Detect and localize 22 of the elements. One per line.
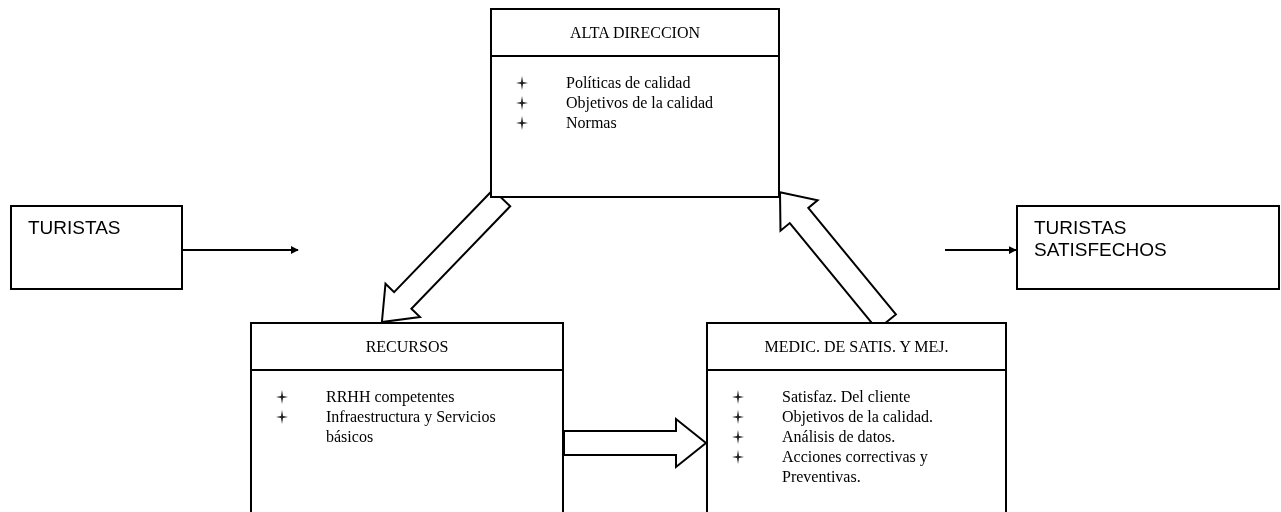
box-heading: ALTA DIRECCION — [569, 22, 701, 43]
block-arrow — [563, 416, 708, 470]
arrow — [182, 246, 299, 254]
box-label: TURISTAS SATISFECHOS — [1034, 217, 1168, 261]
process-box — [10, 205, 183, 290]
bullet-item: Objetivos de la calidad — [566, 93, 715, 113]
bullet-item: RRHH competentes — [326, 387, 456, 407]
box-heading: MEDIC. DE SATIS. Y MEJ. — [764, 336, 949, 357]
process-box — [1016, 205, 1280, 290]
bullet-item: Análisis de datos. — [782, 427, 897, 447]
process-box — [706, 322, 1007, 512]
box-heading: RECURSOS — [365, 336, 449, 357]
bullet-item: Infraestructura y Servicios básicos — [326, 407, 497, 447]
process-box — [490, 8, 780, 198]
process-box — [250, 322, 564, 512]
bullet-item: Normas — [566, 113, 618, 133]
bullet-item: Satisfaz. Del cliente — [782, 387, 912, 407]
box-label: TURISTAS — [28, 217, 122, 239]
bullet-item: Políticas de calidad — [566, 73, 692, 93]
bullet-item: Objetivos de la calidad. — [782, 407, 935, 427]
arrow — [944, 246, 1017, 255]
bullet-item: Acciones correctivas y Preventivas. — [782, 447, 929, 487]
